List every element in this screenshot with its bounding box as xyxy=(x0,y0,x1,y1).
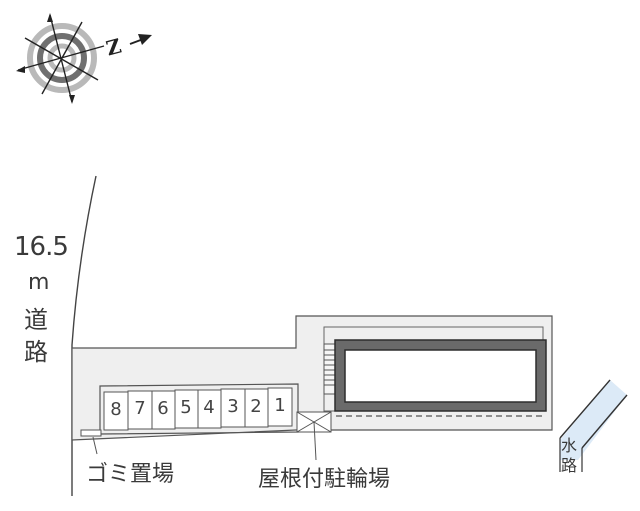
parking-spaces xyxy=(103,387,293,431)
road-name-char-2: 路 xyxy=(24,338,48,366)
road-edge xyxy=(71,175,97,496)
waterway-char-1: 水 xyxy=(561,436,578,455)
parking-space-8: 8 xyxy=(110,399,122,420)
svg-text:Z: Z xyxy=(103,34,123,61)
stairs xyxy=(323,343,337,395)
parking-space-2: 2 xyxy=(250,396,262,417)
road-name-char-1: 道 xyxy=(24,306,48,334)
road-unit-label: m xyxy=(28,270,50,295)
garbage-leader-line xyxy=(92,436,98,455)
parking-space-3: 3 xyxy=(227,396,239,417)
parking-space-6: 6 xyxy=(157,398,169,419)
parking-space-5: 5 xyxy=(180,397,192,418)
waterway-char-2: 路 xyxy=(561,456,578,475)
bicycle-leader-line xyxy=(313,421,317,461)
building-interior xyxy=(344,349,537,403)
waterway xyxy=(559,379,628,472)
parking-space-4: 4 xyxy=(203,397,215,418)
parking-space-7: 7 xyxy=(134,398,146,419)
bicycle-parking-label: 屋根付駐輪場 xyxy=(258,467,391,492)
road-width-label: 16.5 xyxy=(14,232,69,262)
garbage-label: ゴミ置場 xyxy=(86,462,175,487)
parking-space-1: 1 xyxy=(274,395,286,416)
garbage-area xyxy=(80,429,102,437)
compass-rose-icon: Z xyxy=(16,13,152,104)
